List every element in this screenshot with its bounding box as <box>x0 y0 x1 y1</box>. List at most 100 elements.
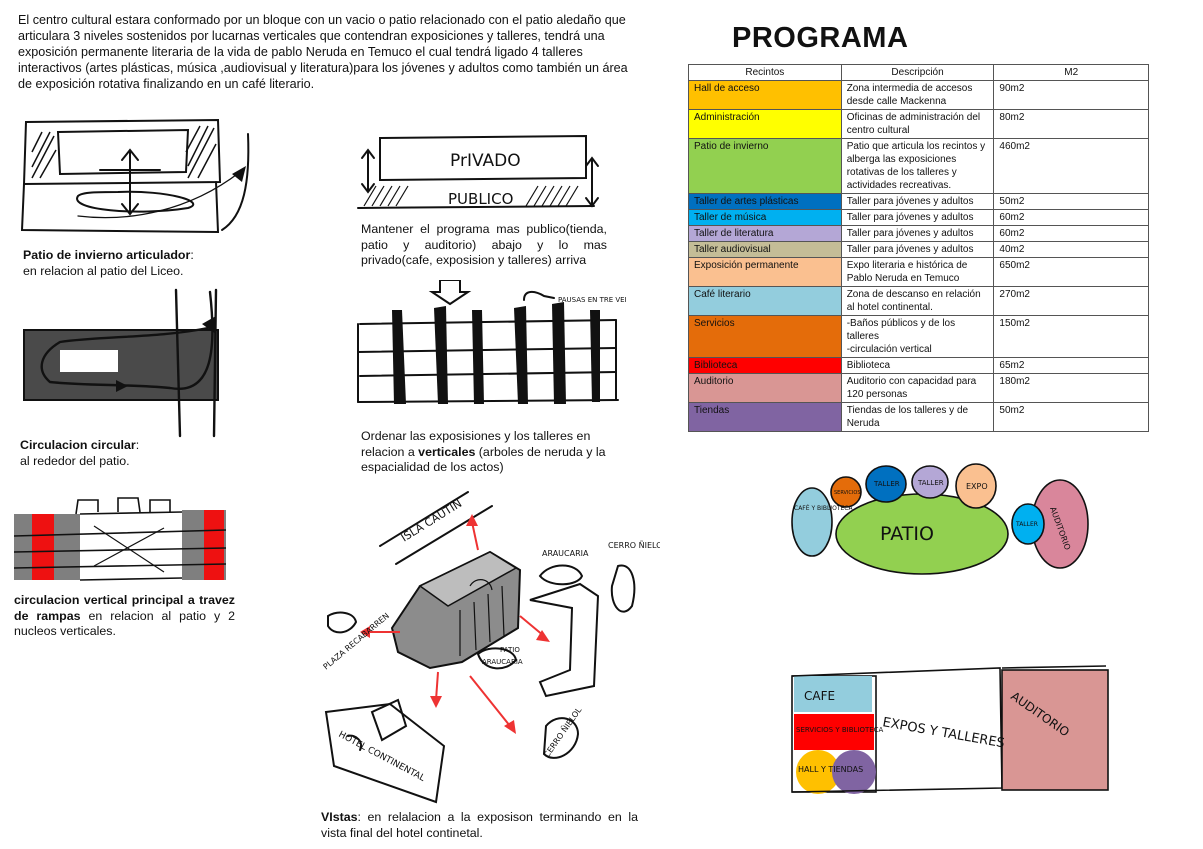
descripcion-cell: Biblioteca <box>841 358 994 374</box>
bubble-expo: EXPO <box>966 482 988 491</box>
intro-paragraph: El centro cultural estara conformado por… <box>18 12 630 92</box>
m2-cell: 90m2 <box>994 81 1149 110</box>
recinto-cell: Auditorio <box>689 374 842 403</box>
vistas-sketch: ISLA CAUTIN ARAUCARIA CERRO ÑIELOL PLAZA… <box>320 486 660 806</box>
programa-title: PROGRAMA <box>732 22 908 55</box>
patio-caption-colon: : <box>190 248 193 262</box>
bubble-taller-3: TALLER <box>1015 521 1038 528</box>
descripcion-cell: Zona de descanso en relación al hotel co… <box>841 287 994 316</box>
table-row: Servicios-Baños públicos y de los taller… <box>689 316 1149 358</box>
descripcion-cell: Zona intermedia de accesos desde calle M… <box>841 81 994 110</box>
m2-cell: 460m2 <box>994 139 1149 194</box>
circulation-caption-line2: al rededor del patio. <box>20 454 130 468</box>
programa-header-row: Recintos Descripción M2 <box>689 65 1149 81</box>
zone-cafe: CAFE <box>804 689 835 703</box>
pausas-label: PAUSAS EN TRE VERTICALES <box>558 296 626 304</box>
patio-caption: Patio de invierno articulador: en relaci… <box>23 248 194 279</box>
zoning-diagram: CAFE SERVICIOS Y BIBLIOTECA HALL Y TIEND… <box>788 664 1110 794</box>
circulation-sketch <box>20 286 230 441</box>
recinto-cell: Café literario <box>689 287 842 316</box>
bubble-cafe: CAFÉ Y BIBLIOTECA <box>794 504 853 512</box>
m2-cell: 50m2 <box>994 194 1149 210</box>
descripcion-cell: Taller para jóvenes y adultos <box>841 194 994 210</box>
patio-sketch <box>18 112 258 242</box>
m2-cell: 150m2 <box>994 316 1149 358</box>
descripcion-cell: Taller para jóvenes y adultos <box>841 242 994 258</box>
privado-label: PrIVADO <box>450 151 521 171</box>
vertical-circulation-caption: circulacion vertical principal a travez … <box>14 593 235 640</box>
isla-label: ISLA CAUTIN <box>399 497 464 545</box>
zone-expos: EXPOS Y TALLERES <box>881 715 1005 751</box>
recinto-cell: Taller audiovisual <box>689 242 842 258</box>
recinto-cell: Taller de artes plásticas <box>689 194 842 210</box>
ordenar-caption-bold: verticales <box>418 445 475 459</box>
m2-cell: 50m2 <box>994 403 1149 432</box>
recinto-cell: Biblioteca <box>689 358 842 374</box>
descripcion-cell: Taller para jóvenes y adultos <box>841 226 994 242</box>
header-recintos: Recintos <box>689 65 842 81</box>
recinto-cell: Servicios <box>689 316 842 358</box>
programa-table: Recintos Descripción M2 Hall de accesoZo… <box>688 64 1149 432</box>
patio-label: PATIO <box>500 646 520 654</box>
bubble-servicios: SERVICIOS <box>834 490 861 496</box>
descripcion-cell: -Baños públicos y de los talleres -circu… <box>841 316 994 358</box>
ordenar-caption: Ordenar las exposisiones y los talleres … <box>361 429 607 476</box>
araucaria-label: ARAUCARIA <box>542 549 589 558</box>
vistas-caption-title: VIstas <box>321 810 358 824</box>
recinto-cell: Exposición permanente <box>689 258 842 287</box>
m2-cell: 180m2 <box>994 374 1149 403</box>
descripcion-cell: Taller para jóvenes y adultos <box>841 210 994 226</box>
recinto-cell: Administración <box>689 110 842 139</box>
m2-cell: 65m2 <box>994 358 1149 374</box>
vertical-circulation-sketch <box>14 496 228 586</box>
publico-label: PUBLICO <box>448 190 513 208</box>
circulation-caption: Circulacion circular: al rededor del pat… <box>20 438 139 469</box>
cerro-label-top: CERRO ÑIELOL <box>608 540 660 550</box>
recinto-cell: Taller de música <box>689 210 842 226</box>
m2-cell: 650m2 <box>994 258 1149 287</box>
descripcion-cell: Oficinas de administración del centro cu… <box>841 110 994 139</box>
privado-publico-sketch: PrIVADO PUBLICO <box>356 134 606 214</box>
bubble-diagram: PATIO CAFÉ Y BIBLIOTECA SERVICIOS TALLER… <box>784 458 1114 590</box>
header-descripcion: Descripción <box>841 65 994 81</box>
recinto-cell: Hall de acceso <box>689 81 842 110</box>
m2-cell: 80m2 <box>994 110 1149 139</box>
circulation-caption-colon: : <box>136 438 139 452</box>
m2-cell: 60m2 <box>994 210 1149 226</box>
patio-caption-line2: en relacion al patio del Liceo. <box>23 264 184 278</box>
descripcion-cell: Tiendas de los talleres y de Neruda <box>841 403 994 432</box>
araucaria-label-2: ARAUCARIA <box>482 658 523 666</box>
recinto-cell: Patio de invierno <box>689 139 842 194</box>
header-m2: M2 <box>994 65 1149 81</box>
zone-hall: HALL Y TIENDAS <box>798 765 863 774</box>
vertical-elements-sketch: PAUSAS EN TRE VERTICALES <box>354 280 626 410</box>
descripcion-cell: Patio que articula los recintos y alberg… <box>841 139 994 194</box>
vistas-caption: VIstas: en relalacion a la exposison ter… <box>321 810 638 841</box>
patio-caption-title: Patio de invierno articulador <box>23 248 190 262</box>
bubble-taller-2: TALLER <box>917 479 944 487</box>
descripcion-cell: Expo literaria e histórica de Pablo Neru… <box>841 258 994 287</box>
circulation-caption-title: Circulacion circular <box>20 438 136 452</box>
recinto-cell: Tiendas <box>689 403 842 432</box>
m2-cell: 40m2 <box>994 242 1149 258</box>
mantener-caption: Mantener el programa mas publico(tienda,… <box>361 222 607 269</box>
descripcion-cell: Auditorio con capacidad para 120 persona… <box>841 374 994 403</box>
vistas-caption-rest: : en relalacion a la exposison terminand… <box>321 810 638 840</box>
m2-cell: 60m2 <box>994 226 1149 242</box>
zone-servicios: SERVICIOS Y BIBLIOTECA <box>796 726 884 734</box>
bubble-taller-1: TALLER <box>873 480 900 488</box>
recinto-cell: Taller de literatura <box>689 226 842 242</box>
m2-cell: 270m2 <box>994 287 1149 316</box>
